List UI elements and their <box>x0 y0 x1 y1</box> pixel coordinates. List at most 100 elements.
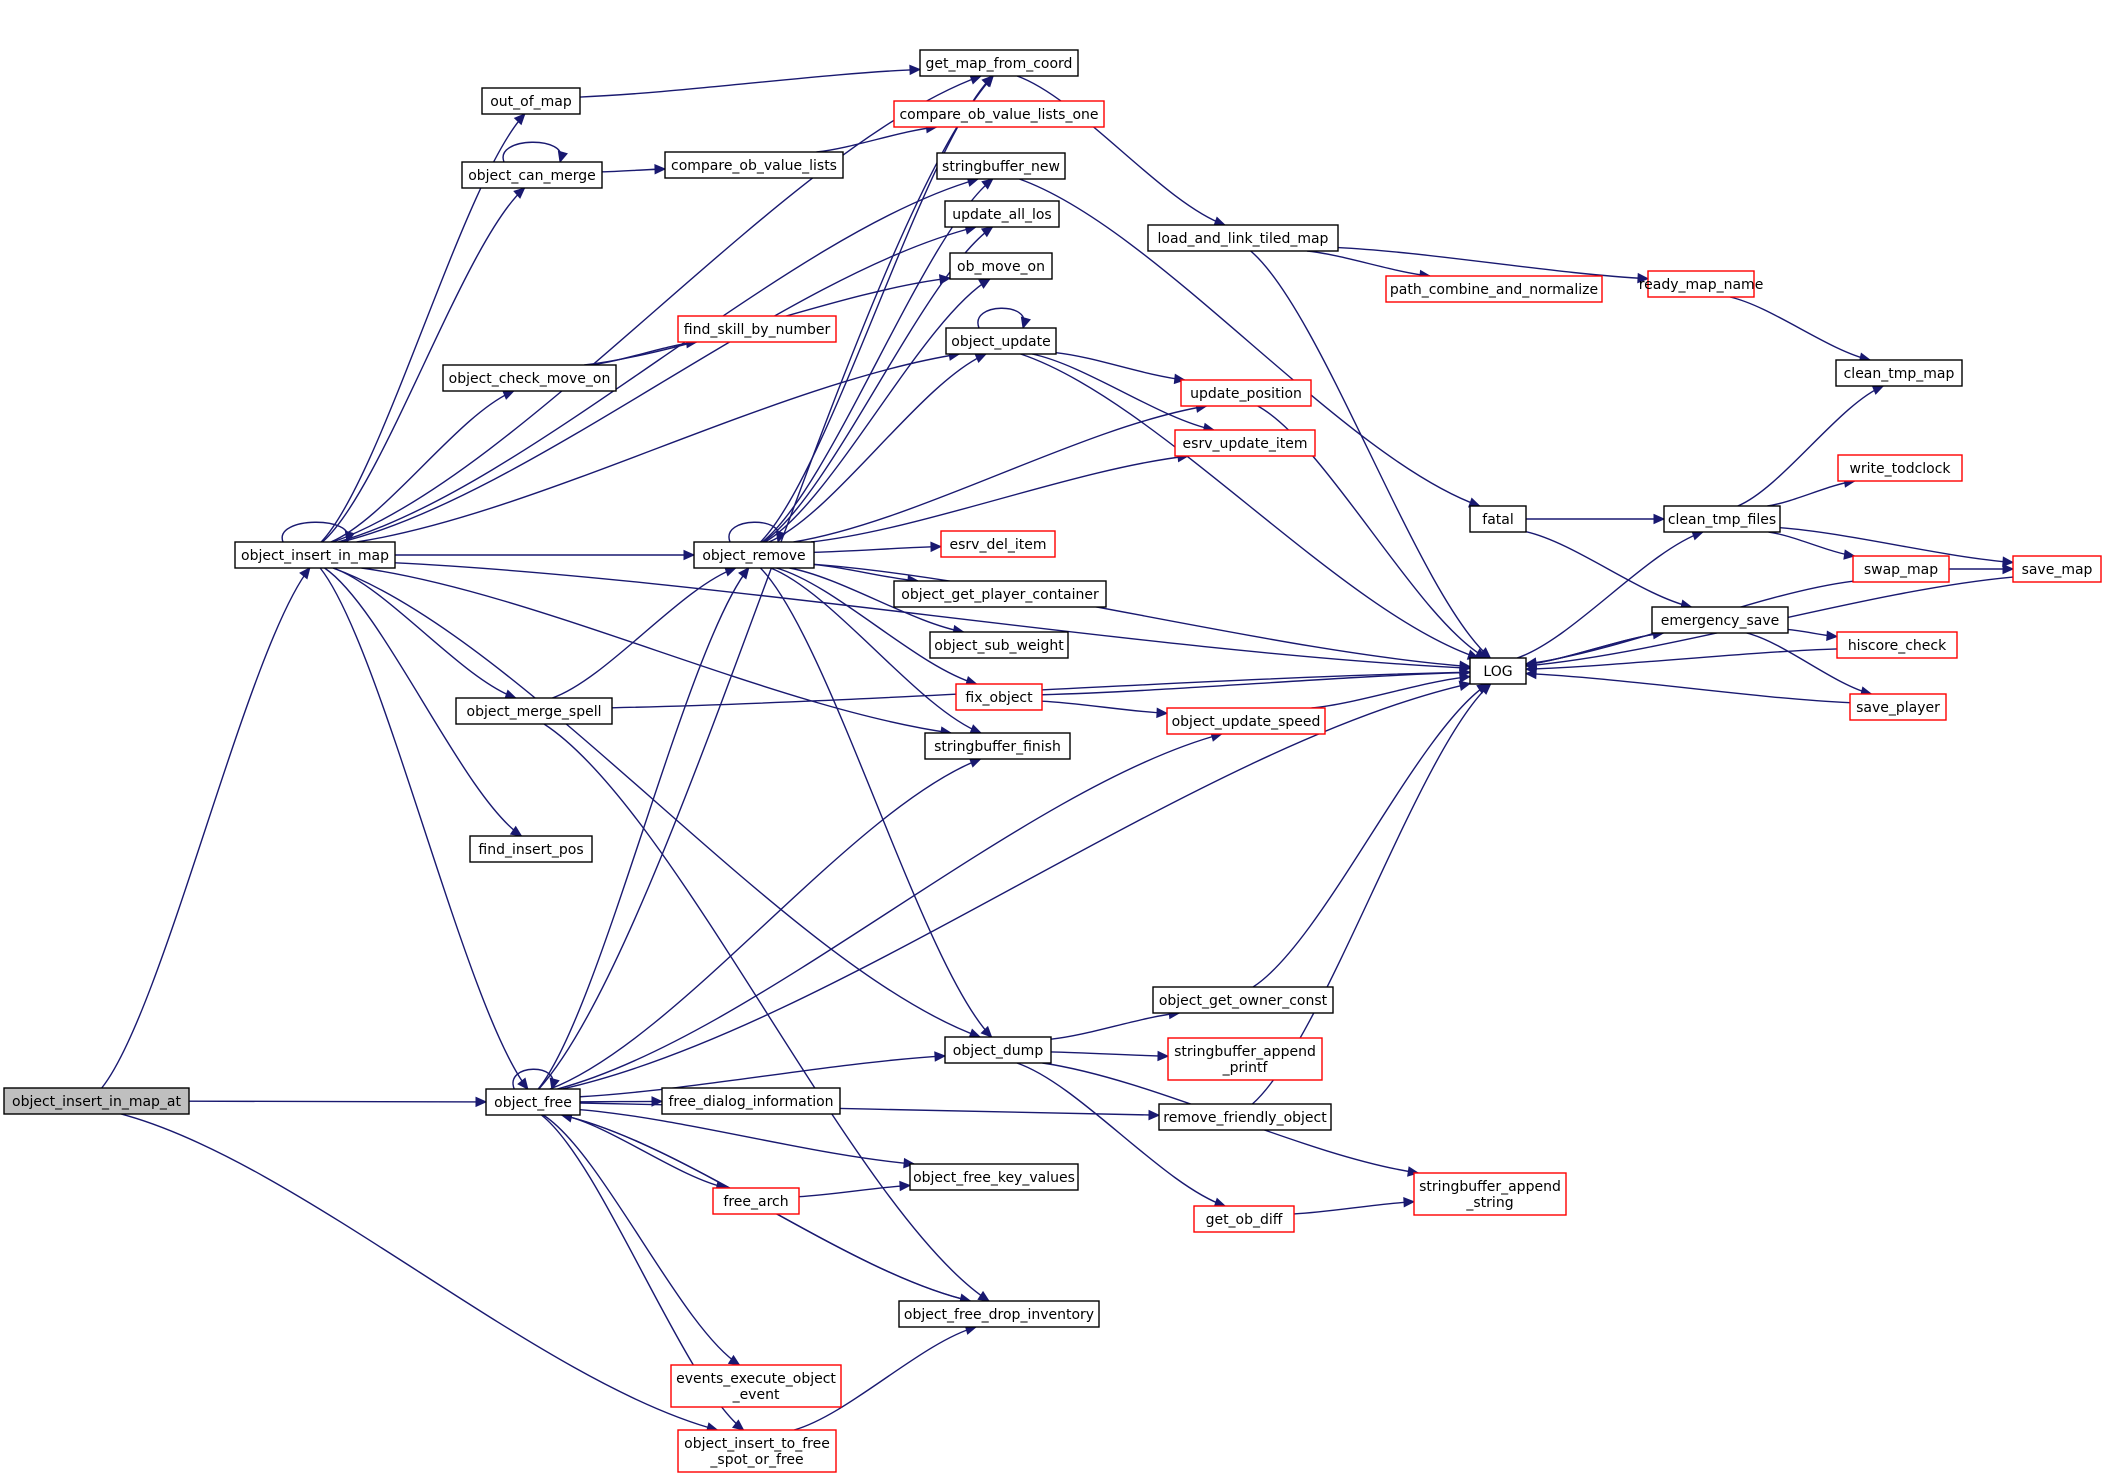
node-box-hs[interactable] <box>1836 631 1958 659</box>
node-box-rfo[interactable] <box>1158 1103 1332 1131</box>
node-box-or[interactable] <box>693 541 815 569</box>
node-oom[interactable]: out_of_map <box>481 87 581 115</box>
node-eui[interactable]: esrv_update_item <box>1174 429 1316 457</box>
node-box-sp[interactable] <box>1849 693 1947 721</box>
node-ocm[interactable]: object_can_merge <box>461 161 603 189</box>
node-ogpc[interactable]: object_get_player_container <box>893 580 1107 608</box>
node-box-swap[interactable] <box>1852 555 1950 583</box>
node-lltm[interactable]: load_and_link_tiled_map <box>1147 224 1339 252</box>
node-fa[interactable]: free_arch <box>712 1187 800 1215</box>
node-box-od[interactable] <box>944 1036 1052 1064</box>
node-ofkv[interactable]: object_free_key_values <box>909 1163 1079 1191</box>
node-box-es[interactable] <box>1651 606 1789 634</box>
node-box-sbas[interactable] <box>1413 1172 1567 1216</box>
node-box-free[interactable] <box>485 1088 581 1116</box>
node-box-ogoc[interactable] <box>1152 986 1334 1014</box>
node-rfo[interactable]: remove_friendly_object <box>1158 1103 1332 1131</box>
node-box-eui[interactable] <box>1174 429 1316 457</box>
node-ual[interactable]: update_all_los <box>944 200 1060 228</box>
node-box-covlo[interactable] <box>893 100 1105 128</box>
node-box-osw[interactable] <box>929 631 1069 659</box>
node-edi[interactable]: esrv_del_item <box>940 530 1056 558</box>
node-free[interactable]: object_free <box>485 1088 581 1116</box>
node-box-wtc[interactable] <box>1837 454 1963 482</box>
node-box-oom[interactable] <box>481 87 581 115</box>
node-box-eeoe[interactable] <box>670 1364 842 1408</box>
node-sbas[interactable]: stringbuffer_append_string <box>1413 1172 1567 1216</box>
node-ofdi[interactable]: object_free_drop_inventory <box>898 1300 1100 1328</box>
node-box-lltm[interactable] <box>1147 224 1339 252</box>
node-box-ctf[interactable] <box>1663 505 1781 533</box>
node-box-fo[interactable] <box>955 683 1043 711</box>
node-box-up[interactable] <box>1180 379 1312 407</box>
node-box-log[interactable] <box>1469 657 1527 685</box>
node-eeoe[interactable]: events_execute_object_event <box>670 1364 842 1408</box>
node-box-fatal[interactable] <box>1469 505 1527 533</box>
node-oitfs[interactable]: object_insert_to_free_spot_or_free <box>677 1429 837 1473</box>
node-box-fip[interactable] <box>469 835 593 863</box>
node-box-fa[interactable] <box>712 1187 800 1215</box>
node-fsbn[interactable]: find_skill_by_number <box>677 315 837 343</box>
node-pcan[interactable]: path_combine_and_normalize <box>1385 275 1603 303</box>
node-sbf[interactable]: stringbuffer_finish <box>924 732 1071 760</box>
node-box-fdi[interactable] <box>661 1087 841 1115</box>
node-wtc[interactable]: write_todclock <box>1837 454 1963 482</box>
node-swap[interactable]: swap_map <box>1852 555 1950 583</box>
node-box-pcan[interactable] <box>1385 275 1603 303</box>
node-god[interactable]: get_ob_diff <box>1193 1205 1295 1233</box>
node-save[interactable]: save_map <box>2012 555 2102 583</box>
node-box-ctm[interactable] <box>1835 359 1963 387</box>
node-sbap[interactable]: stringbuffer_append_printf <box>1167 1037 1323 1081</box>
node-ogoc[interactable]: object_get_owner_const <box>1152 986 1334 1014</box>
node-box-rmn[interactable] <box>1647 270 1755 298</box>
node-omo[interactable]: ob_move_on <box>949 252 1053 280</box>
node-fo[interactable]: fix_object <box>955 683 1043 711</box>
node-box-save[interactable] <box>2012 555 2102 583</box>
node-box-ocmo[interactable] <box>442 364 617 392</box>
node-box-ogpc[interactable] <box>893 580 1107 608</box>
node-covl[interactable]: compare_ob_value_lists <box>664 151 844 179</box>
node-iim[interactable]: object_insert_in_map <box>234 541 396 569</box>
node-covlo[interactable]: compare_ob_value_lists_one <box>893 100 1105 128</box>
node-log[interactable]: LOG <box>1469 657 1527 685</box>
node-ctm[interactable]: clean_tmp_map <box>1835 359 1963 387</box>
node-box-ou[interactable] <box>945 327 1057 355</box>
node-ocmo[interactable]: object_check_move_on <box>442 364 617 392</box>
node-ous[interactable]: object_update_speed <box>1166 707 1326 735</box>
node-box-gmfc[interactable] <box>919 49 1079 77</box>
node-fatal[interactable]: fatal <box>1469 505 1527 533</box>
node-box-omo[interactable] <box>949 252 1053 280</box>
node-box-god[interactable] <box>1193 1205 1295 1233</box>
node-box-ofdi[interactable] <box>898 1300 1100 1328</box>
node-box-edi[interactable] <box>940 530 1056 558</box>
node-box-ous[interactable] <box>1166 707 1326 735</box>
node-box-fsbn[interactable] <box>677 315 837 343</box>
node-box-ual[interactable] <box>944 200 1060 228</box>
node-sbn[interactable]: stringbuffer_new <box>936 152 1066 180</box>
node-hs[interactable]: hiscore_check <box>1836 631 1958 659</box>
node-or[interactable]: object_remove <box>693 541 815 569</box>
node-gmfc[interactable]: get_map_from_coord <box>919 49 1079 77</box>
node-es[interactable]: emergency_save <box>1651 606 1789 634</box>
node-box-oitfs[interactable] <box>677 1429 837 1473</box>
node-fip[interactable]: find_insert_pos <box>469 835 593 863</box>
node-rmn[interactable]: ready_map_name <box>1639 270 1764 298</box>
node-box-ocm[interactable] <box>461 161 603 189</box>
node-at[interactable]: object_insert_in_map_at <box>3 1087 190 1115</box>
node-box-covl[interactable] <box>664 151 844 179</box>
node-box-oms[interactable] <box>455 697 613 725</box>
node-box-iim[interactable] <box>234 541 396 569</box>
node-sp[interactable]: save_player <box>1849 693 1947 721</box>
node-oms[interactable]: object_merge_spell <box>455 697 613 725</box>
node-ou[interactable]: object_update <box>945 327 1057 355</box>
node-ctf[interactable]: clean_tmp_files <box>1663 505 1781 533</box>
node-box-at[interactable] <box>3 1087 190 1115</box>
node-od[interactable]: object_dump <box>944 1036 1052 1064</box>
node-osw[interactable]: object_sub_weight <box>929 631 1069 659</box>
node-box-ofkv[interactable] <box>909 1163 1079 1191</box>
node-box-sbap[interactable] <box>1167 1037 1323 1081</box>
node-box-sbn[interactable] <box>936 152 1066 180</box>
node-fdi[interactable]: free_dialog_information <box>661 1087 841 1115</box>
node-up[interactable]: update_position <box>1180 379 1312 407</box>
node-box-sbf[interactable] <box>924 732 1071 760</box>
